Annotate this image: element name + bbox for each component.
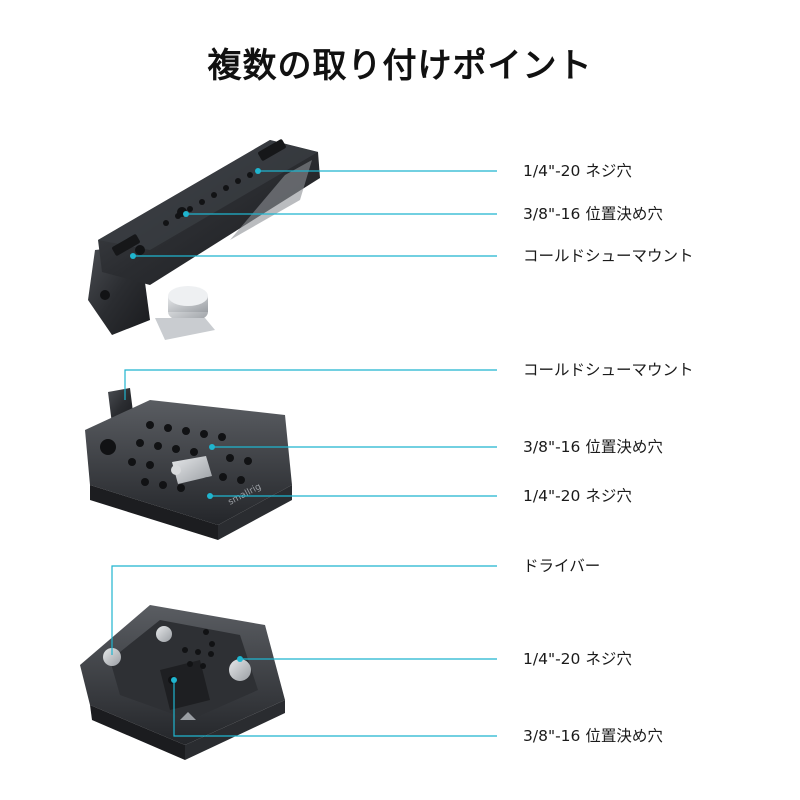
thumb-screw — [155, 286, 215, 340]
callout-base-plate-1: ドライバー — [523, 557, 601, 575]
callout-top-handle-2: 3/8"-16 位置決め穴 — [523, 205, 663, 223]
callout-top-handle-1: 1/4"-20 ネジ穴 — [523, 162, 632, 180]
callout-mount-plate-2: 3/8"-16 位置決め穴 — [523, 438, 663, 456]
callout-base-plate-2: 1/4"-20 ネジ穴 — [523, 650, 632, 668]
callout-base-plate-3: 3/8"-16 位置決め穴 — [523, 727, 663, 745]
page-title: 複数の取り付けポイント — [207, 46, 593, 86]
mount-plate: smallrig — [85, 388, 292, 540]
callout-mount-plate-1: コールドシューマウント — [523, 361, 694, 379]
callout-mount-plate-3: 1/4"-20 ネジ穴 — [523, 487, 632, 505]
callout-top-handle-3: コールドシューマウント — [523, 247, 694, 265]
top-handle — [88, 139, 320, 340]
leader-lines — [111, 168, 497, 737]
base-plate — [80, 605, 285, 760]
